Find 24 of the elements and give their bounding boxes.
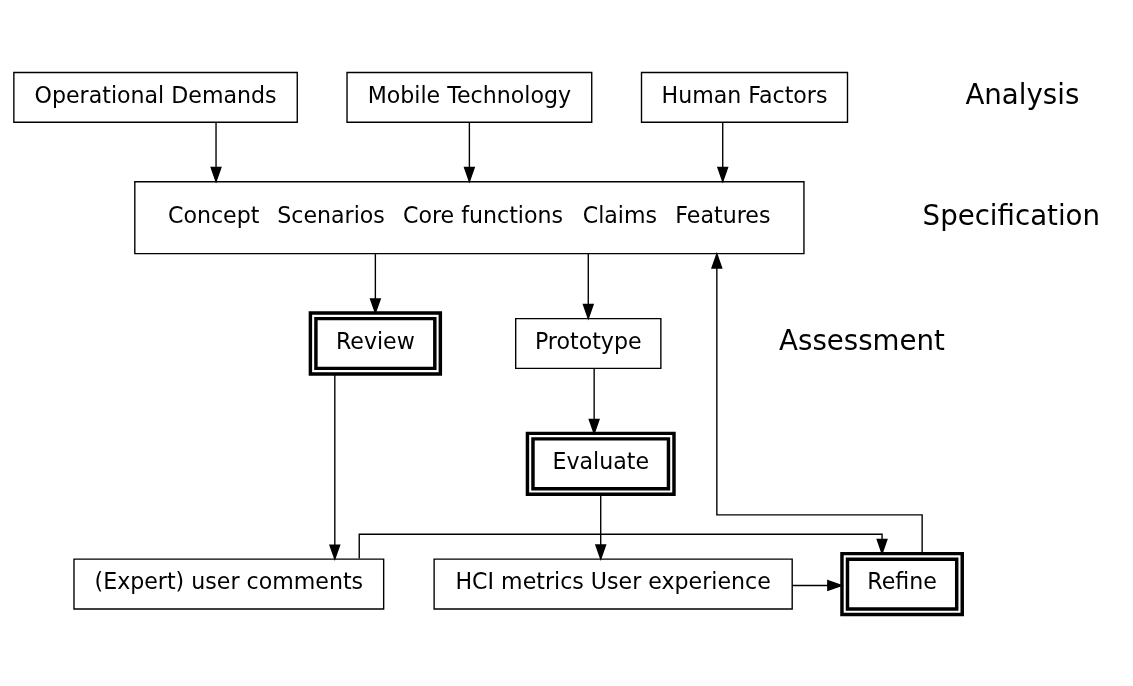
node-box: Concept Scenarios Core functions Claims Features bbox=[134, 180, 805, 254]
arrow bbox=[369, 252, 382, 315]
node-box: (Expert) user comments bbox=[73, 557, 385, 610]
label: Assessment bbox=[779, 323, 945, 357]
arrow bbox=[791, 579, 844, 591]
arrow bbox=[463, 121, 476, 183]
node-box: HCI metrics User experience bbox=[433, 557, 793, 610]
label: Analysis bbox=[965, 77, 1080, 111]
node-box: Refine bbox=[840, 551, 964, 616]
node-box: Review bbox=[308, 310, 443, 376]
arrow bbox=[210, 121, 222, 183]
node-box: Operational Demands bbox=[13, 71, 298, 123]
arrow bbox=[711, 251, 923, 554]
node-box: Evaluate bbox=[525, 431, 676, 496]
node-box: Prototype bbox=[515, 317, 662, 369]
arrow bbox=[329, 372, 341, 561]
arrow bbox=[588, 367, 600, 435]
arrow bbox=[716, 121, 729, 183]
label: Specification bbox=[922, 198, 1101, 232]
node-box: Human Factors bbox=[640, 71, 849, 123]
arrow bbox=[582, 252, 595, 320]
node-box: Mobile Technology bbox=[346, 71, 593, 123]
arrow bbox=[358, 533, 888, 559]
arrow bbox=[594, 493, 607, 561]
